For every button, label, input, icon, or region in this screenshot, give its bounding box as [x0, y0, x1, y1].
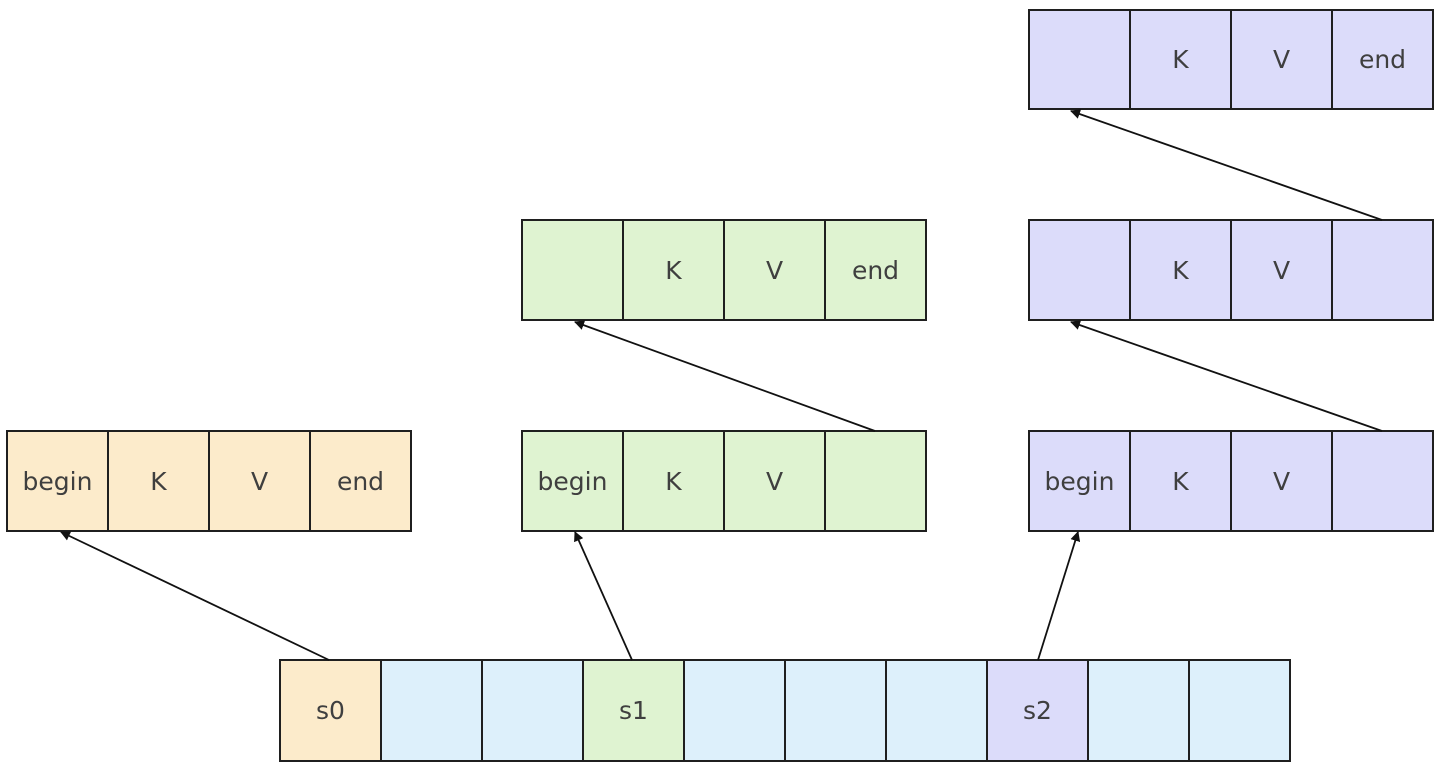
block-cell: V — [723, 219, 826, 321]
block-cell — [1331, 430, 1434, 532]
arrow-s2-to-block-1 — [1037, 531, 1081, 661]
block-cell — [1028, 9, 1131, 110]
block-cell: end — [309, 430, 412, 532]
block-cell: end — [1331, 9, 1434, 110]
arrow-s2-block-1-to-block-2 — [1070, 320, 1383, 432]
index-cell — [481, 659, 584, 762]
block-cell: end — [824, 219, 927, 321]
arrow-s0-to-block — [60, 531, 330, 661]
block-cell: V — [723, 430, 826, 532]
arrow-s2-block-2-to-block-3 — [1070, 109, 1383, 221]
index-cell — [1087, 659, 1190, 762]
index-cell — [885, 659, 988, 762]
block-cell — [1028, 219, 1131, 321]
block-cell: begin — [521, 430, 624, 532]
index-cell — [380, 659, 483, 762]
block-cell: K — [1129, 430, 1232, 532]
block-cell: V — [208, 430, 311, 532]
arrow-s1-to-block-1 — [574, 531, 633, 661]
index-cell-s0: s0 — [279, 659, 382, 762]
block-cell: K — [622, 430, 725, 532]
index-cell-s1: s1 — [582, 659, 685, 762]
block-cell: begin — [1028, 430, 1131, 532]
block-cell — [521, 219, 624, 321]
block-cell — [1331, 219, 1434, 321]
block-cell: K — [107, 430, 210, 532]
index-cell — [683, 659, 786, 762]
block-cell: V — [1230, 219, 1333, 321]
block-cell: K — [1129, 219, 1232, 321]
block-cell: V — [1230, 9, 1333, 110]
arrow-s1-block-1-to-block-2 — [574, 320, 876, 432]
block-cell — [824, 430, 927, 532]
block-cell: K — [622, 219, 725, 321]
block-cell: begin — [6, 430, 109, 532]
block-cell: K — [1129, 9, 1232, 110]
index-cell — [1188, 659, 1291, 762]
index-cell — [784, 659, 887, 762]
index-cell-s2: s2 — [986, 659, 1089, 762]
block-cell: V — [1230, 430, 1333, 532]
